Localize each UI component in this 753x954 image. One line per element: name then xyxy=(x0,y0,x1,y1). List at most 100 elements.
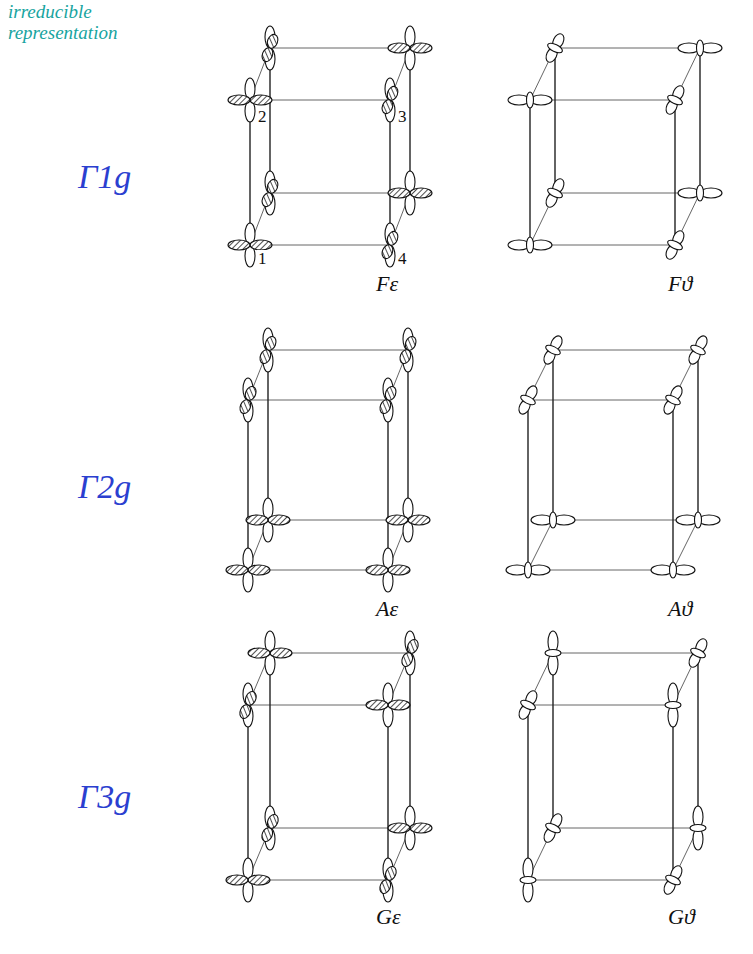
orbital xyxy=(678,40,722,56)
cube-edge xyxy=(553,350,698,351)
callout-number: 2 xyxy=(257,108,268,127)
ordering-label: Gε xyxy=(376,905,401,929)
orbital xyxy=(246,498,290,542)
cube-edge xyxy=(387,400,388,570)
cube-edge xyxy=(407,350,408,520)
cube-edge xyxy=(697,653,698,828)
orbital-lobe xyxy=(226,565,248,575)
orbital xyxy=(260,806,280,850)
orbital xyxy=(690,806,706,850)
orbital-lobe xyxy=(246,515,268,525)
orbital xyxy=(662,384,685,416)
orbital xyxy=(520,858,536,902)
orbital-ring xyxy=(665,702,681,709)
orbital-lobe xyxy=(378,878,393,895)
orbital-lobe xyxy=(410,823,432,833)
orbital-lobe xyxy=(388,700,410,710)
orbital xyxy=(398,328,418,372)
orbital-lobe xyxy=(250,240,272,250)
orbital xyxy=(388,171,432,215)
orbital-lobe xyxy=(366,700,388,710)
orbital-lobe xyxy=(410,43,432,53)
ordering-label: Fε xyxy=(376,272,398,296)
ordering-label: Fϑ xyxy=(668,272,692,296)
orbital-lobe xyxy=(388,565,410,575)
orbital-lobe xyxy=(270,648,292,658)
cube-edges xyxy=(528,350,698,570)
orbital-ring xyxy=(689,343,706,356)
orbital xyxy=(260,171,280,215)
orbital-ring xyxy=(697,40,704,56)
orbital xyxy=(378,858,398,902)
ordering-label: Aε xyxy=(376,597,398,621)
irrep-label: Γ3g xyxy=(78,778,131,815)
orbital-ring xyxy=(544,343,561,356)
orbital-lobe xyxy=(228,240,250,250)
orbital xyxy=(517,689,539,721)
orbital-lobe xyxy=(268,515,290,525)
orbital-ring xyxy=(527,237,534,253)
orbital-ring xyxy=(525,562,532,578)
cube-edge xyxy=(553,828,698,829)
cube-edge xyxy=(697,350,698,520)
orbital-lobe xyxy=(385,230,399,247)
orbital-ring xyxy=(689,646,706,659)
orbital-lobe xyxy=(238,398,253,415)
orbital xyxy=(506,562,550,578)
cube-edge xyxy=(553,653,698,654)
orbital xyxy=(238,683,258,727)
orbital-ring xyxy=(664,393,681,406)
cube-edge xyxy=(269,653,270,828)
orbital xyxy=(378,378,398,422)
orbital-ring xyxy=(670,562,677,578)
cube-edges xyxy=(528,653,698,880)
orbital xyxy=(542,812,564,844)
handwritten-note: irreducible representation xyxy=(8,2,158,44)
orbital-ring xyxy=(697,185,704,201)
orbital-lobe xyxy=(248,648,270,658)
orbital-lobe xyxy=(228,95,250,105)
cube-edge xyxy=(247,705,248,880)
orbital xyxy=(258,328,278,372)
orbital xyxy=(678,185,722,201)
orbital xyxy=(662,864,684,896)
orbital-lobe xyxy=(226,875,248,885)
orbital-lobe xyxy=(258,348,273,365)
ordering-label: Gϑ xyxy=(668,905,695,929)
cube-edge xyxy=(387,705,388,880)
orbital xyxy=(388,806,432,850)
orbital-lobe xyxy=(408,515,430,525)
callout-number: 3 xyxy=(397,108,408,127)
cube-edge xyxy=(528,705,673,706)
cube-edge xyxy=(247,400,248,570)
irrep-label: Γ1g xyxy=(78,158,131,195)
orbital-lobe xyxy=(388,43,410,53)
orbital xyxy=(544,32,566,64)
orbital-ring xyxy=(666,93,683,106)
cube-edge xyxy=(552,350,553,520)
cube-edge xyxy=(699,48,700,193)
callout-number: 4 xyxy=(397,250,408,269)
orbital-ring xyxy=(546,186,563,199)
orbital-ring xyxy=(527,92,534,108)
orbital-lobe xyxy=(398,348,413,365)
cube-edge xyxy=(528,520,553,570)
cube-edges xyxy=(248,350,408,570)
cube-edge xyxy=(554,48,555,193)
orbital-ring xyxy=(546,41,563,54)
orbital-lobe xyxy=(380,243,394,260)
cube-edge xyxy=(528,880,673,881)
orbital xyxy=(260,26,280,70)
cube-edge xyxy=(527,705,528,880)
orbital-lobe xyxy=(265,33,279,50)
orbital xyxy=(248,631,292,675)
cube-edge xyxy=(409,653,410,828)
orbital xyxy=(508,92,552,108)
orbital xyxy=(388,26,432,70)
cube-edge xyxy=(672,705,673,880)
orbital-ring xyxy=(695,512,702,528)
orbital-lobe xyxy=(260,46,274,63)
orbital-lobe xyxy=(378,398,393,415)
orbital-lobe xyxy=(380,98,394,115)
orbital-ring xyxy=(550,512,557,528)
